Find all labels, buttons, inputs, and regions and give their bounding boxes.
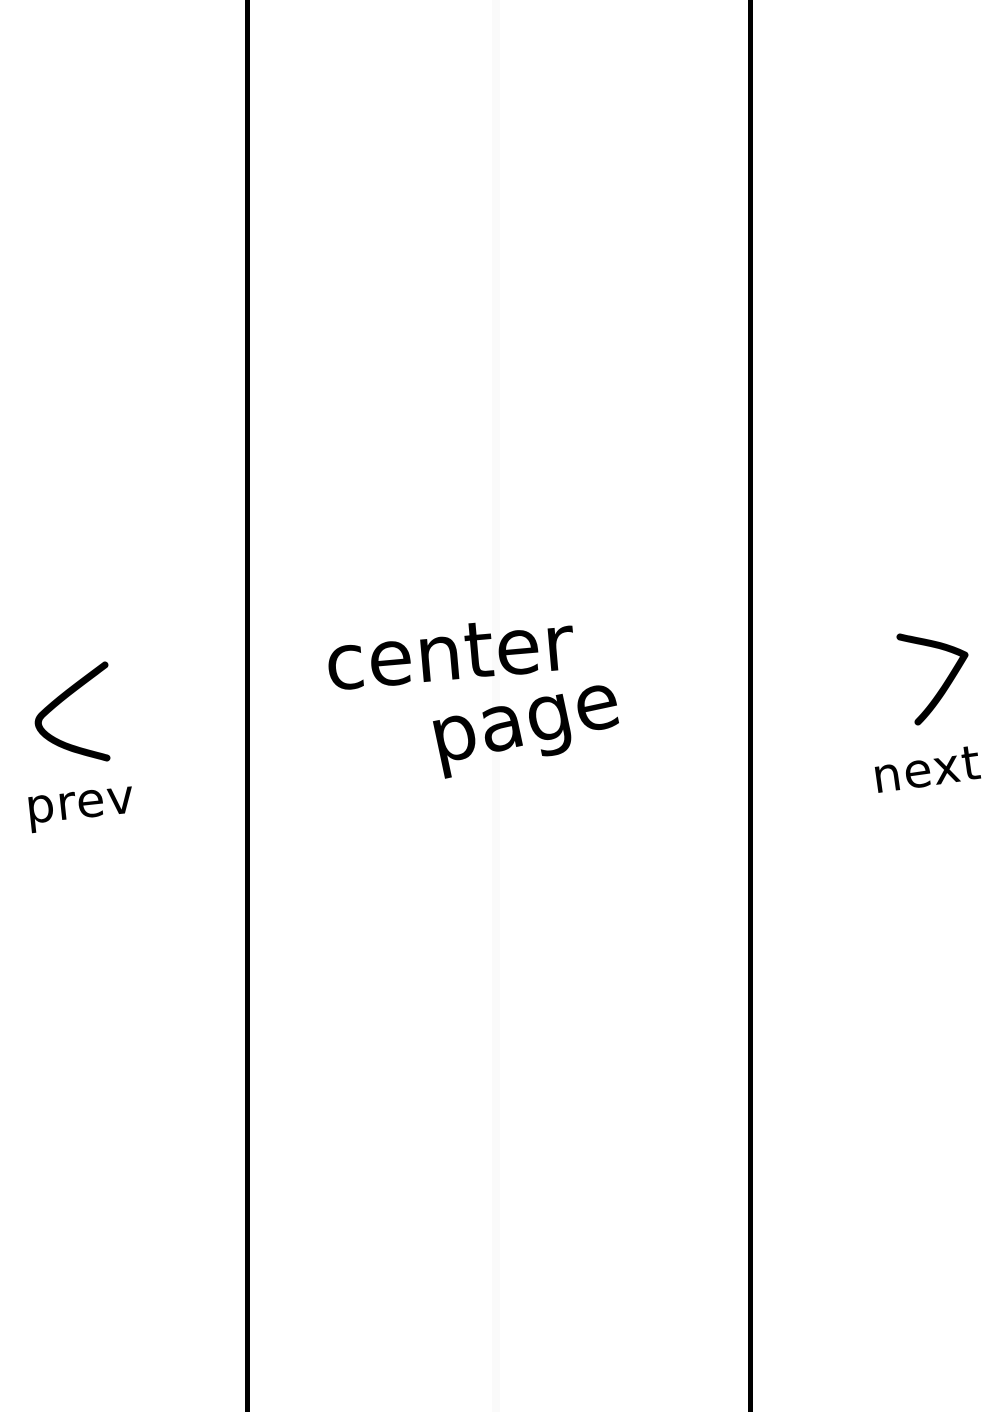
next-page-button[interactable]: next (840, 610, 1000, 830)
right-page-border (748, 0, 753, 1412)
left-page-border (245, 0, 250, 1412)
chevron-right-icon (896, 633, 969, 726)
page-fold-line (492, 0, 500, 1412)
prev-page-button[interactable]: prev (0, 640, 200, 880)
center-page-label: center page (310, 598, 650, 820)
chevron-left-icon (34, 661, 111, 762)
prev-label: prev (22, 768, 139, 836)
